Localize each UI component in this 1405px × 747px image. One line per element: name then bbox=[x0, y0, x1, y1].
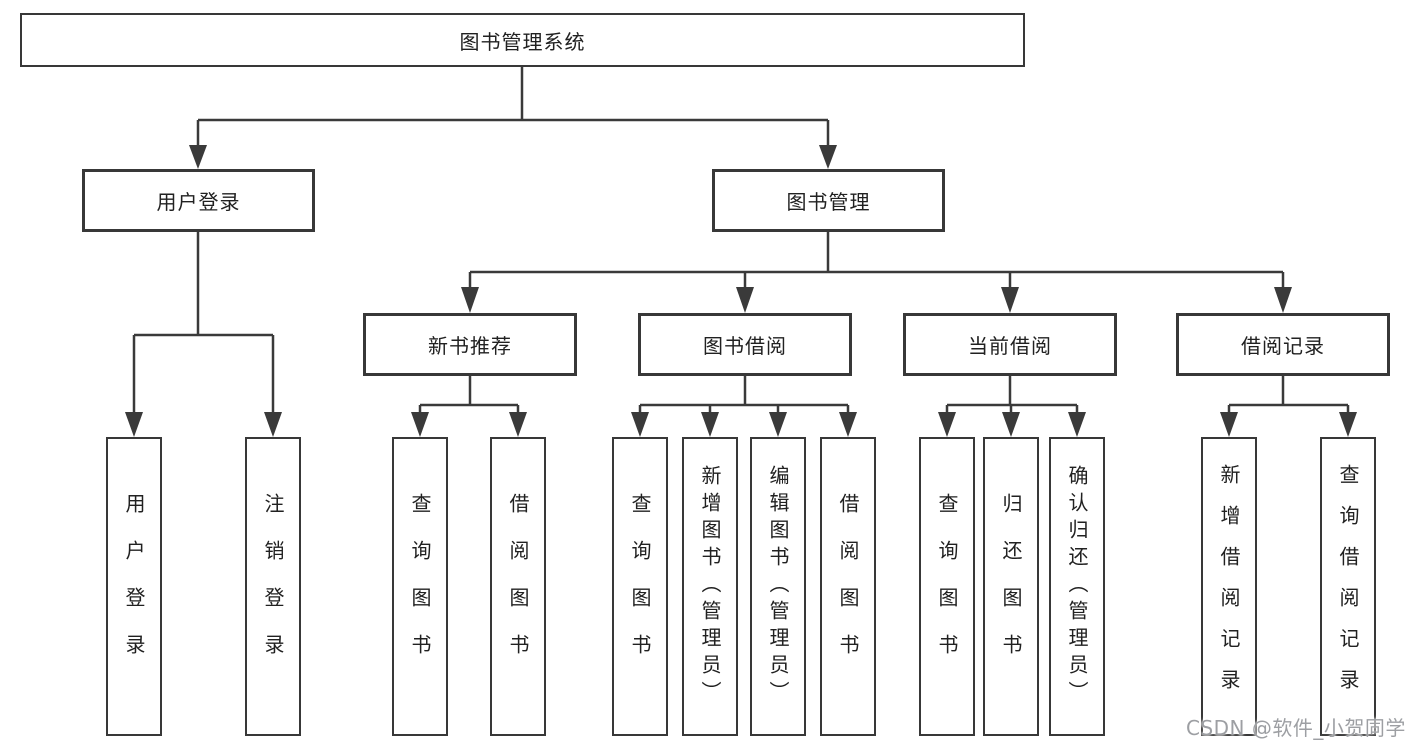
node-leaf-logout: 注销登录 bbox=[245, 437, 301, 736]
node-leaf-confirm-return-admin: 确认归还（管理员） bbox=[1049, 437, 1105, 736]
node-label: 用户登录 bbox=[122, 492, 146, 681]
arrowhead bbox=[189, 145, 207, 169]
node-new-book-recommendation: 新书推荐 bbox=[363, 313, 577, 376]
node-label: 归还图书 bbox=[999, 492, 1023, 681]
node-leaf-borrow-books: 借阅图书 bbox=[490, 437, 546, 736]
node-book-management: 图书管理 bbox=[712, 169, 945, 232]
node-leaf-user-login: 用户登录 bbox=[106, 437, 162, 736]
node-leaf-add-borrow-record: 新增借阅记录 bbox=[1201, 437, 1257, 736]
connector-user-login-to-leaves bbox=[125, 232, 282, 437]
connector-line bbox=[196, 67, 830, 146]
connector-line bbox=[132, 232, 275, 413]
arrowhead bbox=[1068, 412, 1086, 437]
arrowhead bbox=[701, 412, 719, 437]
connector-line bbox=[418, 376, 520, 412]
arrowhead bbox=[1339, 412, 1357, 437]
arrowhead bbox=[264, 412, 282, 437]
node-leaf-query-books: 查询图书 bbox=[392, 437, 448, 736]
connector-book-borrowing-to-leaves bbox=[631, 376, 857, 437]
arrowhead bbox=[1002, 412, 1020, 437]
connector-line bbox=[945, 376, 1079, 412]
connector-line bbox=[468, 232, 1285, 288]
node-label: 图书管理 bbox=[786, 190, 871, 214]
node-leaf-query-borrow-record: 查询借阅记录 bbox=[1320, 437, 1376, 736]
node-label: 注销登录 bbox=[261, 492, 285, 681]
connector-line bbox=[1227, 376, 1350, 412]
arrowhead bbox=[125, 412, 143, 437]
connector-borrowing-records-to-leaves bbox=[1220, 376, 1357, 437]
node-label: 用户登录 bbox=[156, 190, 241, 214]
node-label: 图书管理系统 bbox=[459, 29, 586, 54]
node-leaf-return-books: 归还图书 bbox=[983, 437, 1039, 736]
node-leaf-add-books-admin: 新增图书（管理员） bbox=[682, 437, 738, 736]
node-leaf-query-books: 查询图书 bbox=[612, 437, 668, 736]
node-label: 查询借阅记录 bbox=[1336, 463, 1360, 710]
connector-new-book-recommendation-to-leaves bbox=[411, 376, 527, 437]
arrowhead bbox=[819, 145, 837, 169]
arrowhead bbox=[736, 287, 754, 313]
arrowhead bbox=[839, 412, 857, 437]
node-library-management-system: 图书管理系统 bbox=[20, 13, 1025, 67]
arrowhead bbox=[631, 412, 649, 437]
node-label: 确认归还（管理员） bbox=[1065, 465, 1089, 708]
node-label: 借阅图书 bbox=[506, 492, 530, 681]
arrowhead bbox=[461, 287, 479, 313]
node-user-login: 用户登录 bbox=[82, 169, 315, 232]
node-leaf-edit-books-admin: 编辑图书（管理员） bbox=[750, 437, 806, 736]
connector-line bbox=[638, 376, 850, 412]
node-label: 查询图书 bbox=[628, 492, 652, 681]
node-label: 查询图书 bbox=[935, 492, 959, 681]
connector-book-management-to-level3 bbox=[461, 232, 1292, 313]
arrowhead bbox=[1001, 287, 1019, 313]
node-label: 新增图书（管理员） bbox=[698, 465, 722, 708]
node-leaf-borrow-books: 借阅图书 bbox=[820, 437, 876, 736]
arrowhead bbox=[509, 412, 527, 437]
arrowhead bbox=[411, 412, 429, 437]
node-label: 新增借阅记录 bbox=[1217, 463, 1241, 710]
node-label: 借阅记录 bbox=[1241, 334, 1325, 358]
node-leaf-query-books: 查询图书 bbox=[919, 437, 975, 736]
node-label: 查询图书 bbox=[408, 492, 432, 681]
arrowhead bbox=[769, 412, 787, 437]
connector-root-to-level2 bbox=[189, 67, 837, 169]
node-current-borrowing: 当前借阅 bbox=[903, 313, 1117, 376]
node-label: 借阅图书 bbox=[836, 492, 860, 681]
node-label: 当前借阅 bbox=[968, 334, 1052, 358]
node-book-borrowing: 图书借阅 bbox=[638, 313, 852, 376]
node-label: 图书借阅 bbox=[703, 334, 787, 358]
csdn-watermark: CSDN @软件_小贺同学 bbox=[1186, 716, 1405, 740]
arrowhead bbox=[1274, 287, 1292, 313]
arrowhead bbox=[938, 412, 956, 437]
node-label: 新书推荐 bbox=[428, 334, 512, 358]
node-borrowing-records: 借阅记录 bbox=[1176, 313, 1390, 376]
connector-current-borrowing-to-leaves bbox=[938, 376, 1086, 437]
node-label: 编辑图书（管理员） bbox=[766, 465, 790, 708]
arrowhead bbox=[1220, 412, 1238, 437]
